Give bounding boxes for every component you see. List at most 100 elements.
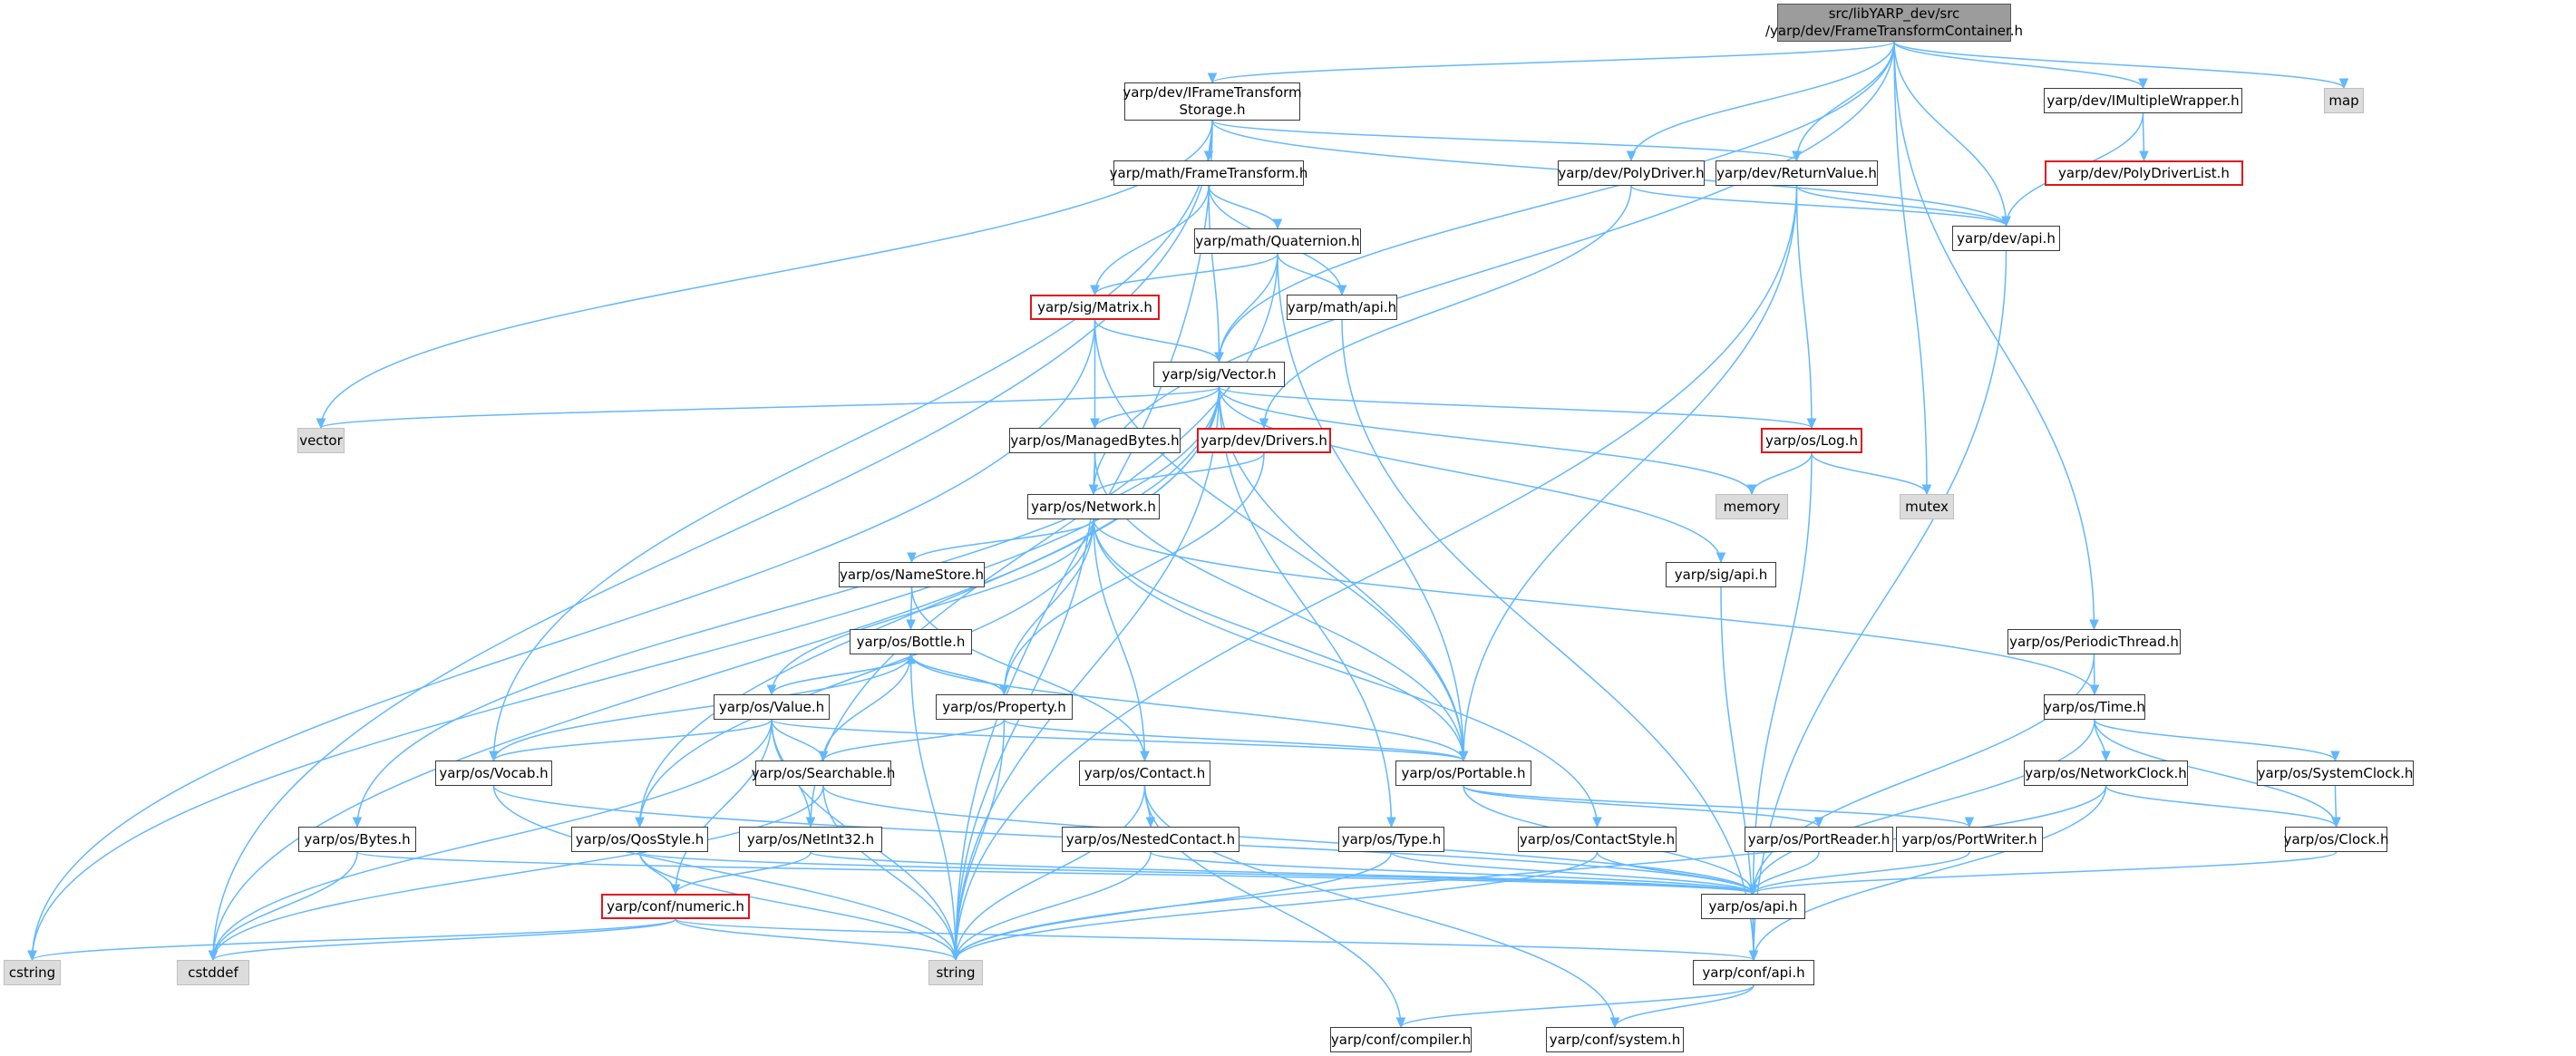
node-sigapi[interactable]: yarp/sig/api.h: [1666, 562, 1776, 587]
arrowhead-nestedcontact: [1145, 817, 1156, 828]
arrowhead-polydriverlist: [2139, 150, 2149, 162]
node-confapi[interactable]: yarp/conf/api.h: [1693, 960, 1814, 985]
edge-property-to-string: [955, 719, 1006, 961]
arrowhead-network: [1088, 484, 1099, 496]
edge-bottle-to-searchable: [822, 654, 912, 761]
arrowhead-systemclock: [2330, 751, 2340, 762]
node-systemclock[interactable]: yarp/os/SystemClock.h: [2257, 761, 2414, 786]
node-root[interactable]: src/libYARP_dev/src /yarp/dev/FrameTrans…: [1765, 4, 2023, 42]
arrowhead-clock: [2331, 817, 2341, 828]
arrowhead-compiler: [1395, 1017, 1406, 1029]
node-map: map: [2324, 88, 2364, 113]
node-osapi[interactable]: yarp/os/api.h: [1701, 894, 1805, 919]
edge-root-to-iftstorage: [1211, 41, 1895, 83]
edge-searchable-to-cstddef: [212, 785, 824, 961]
node-time[interactable]: yarp/os/Time.h: [2044, 694, 2145, 720]
edge-property-to-searchable: [822, 719, 1006, 761]
arrowhead-mathapi: [1337, 285, 1347, 296]
node-managedbytes[interactable]: yarp/os/ManagedBytes.h: [1009, 428, 1181, 453]
node-vector[interactable]: yarp/sig/Vector.h: [1153, 362, 1285, 387]
arrowhead-periodicthread: [2089, 619, 2099, 631]
edge-log-to-memory: [1751, 452, 1813, 495]
node-contactstyle[interactable]: yarp/os/ContactStyle.h: [1518, 827, 1677, 852]
node-portwriter[interactable]: yarp/os/PortWriter.h: [1896, 827, 2043, 852]
arrowhead-memory: [1746, 484, 1757, 496]
edge-confapi-to-system: [1614, 984, 1755, 1028]
edge-returnvalue-to-string: [955, 185, 1798, 961]
node-network[interactable]: yarp/os/Network.h: [1027, 494, 1160, 519]
edge-portwriter-to-osapi: [1752, 851, 1970, 895]
arrowhead-networkclock: [2101, 751, 2111, 762]
node-periodicthread[interactable]: yarp/os/PeriodicThread.h: [2007, 629, 2181, 654]
edge-time-to-osapi: [1752, 719, 2095, 895]
edge-root-to-mutex: [1893, 41, 1928, 495]
node-qosstyle[interactable]: yarp/os/QosStyle.h: [571, 827, 708, 852]
node-drivers[interactable]: yarp/dev/Drivers.h: [1197, 428, 1331, 453]
node-contact[interactable]: yarp/os/Contact.h: [1079, 761, 1210, 786]
node-imultiple[interactable]: yarp/dev/IMultipleWrapper.h: [2044, 88, 2242, 113]
edge-netint32-to-osapi: [810, 851, 1755, 895]
edge-qosstyle-to-string: [638, 851, 957, 961]
node-log[interactable]: yarp/os/Log.h: [1761, 428, 1862, 453]
arrowhead-matrix: [1090, 285, 1100, 296]
edge-returnvalue-to-log: [1795, 185, 1813, 429]
node-type[interactable]: yarp/os/Type.h: [1338, 827, 1444, 852]
edge-matrix-to-vector: [1094, 319, 1220, 363]
edge-bottle-to-portable: [909, 654, 1464, 761]
node-value[interactable]: yarp/os/Value.h: [714, 694, 830, 720]
arrowhead-string: [950, 950, 961, 962]
edge-bytes-to-cstddef: [212, 851, 358, 961]
edge-vector-to-managedbytes: [1094, 386, 1220, 429]
arrowhead-system: [1609, 1017, 1620, 1029]
edge-property-to-portable: [1003, 719, 1464, 761]
edge-network-to-portable: [1093, 518, 1464, 761]
arrowhead-bytes: [352, 817, 363, 828]
edge-value-to-cstddef: [212, 719, 773, 961]
node-portable[interactable]: yarp/os/Portable.h: [1395, 761, 1531, 786]
node-quaternion[interactable]: yarp/math/Quaternion.h: [1194, 228, 1361, 254]
arrowhead-map: [2338, 78, 2349, 90]
arrowhead-mutex: [1921, 484, 1932, 496]
edge-network-to-value: [771, 518, 1094, 695]
node-system[interactable]: yarp/conf/system.h: [1546, 1027, 1684, 1052]
node-polydriver[interactable]: yarp/dev/PolyDriver.h: [1558, 160, 1705, 186]
edge-contactstyle-to-osapi: [1596, 851, 1755, 895]
edge-root-to-map: [1893, 41, 2345, 89]
arrowhead-value: [766, 684, 777, 696]
node-clock[interactable]: yarp/os/Clock.h: [2284, 827, 2388, 852]
node-matrix[interactable]: yarp/sig/Matrix.h: [1030, 295, 1160, 320]
edge-frametransform-to-matrix: [1094, 185, 1210, 295]
node-polydriverlist[interactable]: yarp/dev/PolyDriverList.h: [2045, 160, 2243, 186]
edge-vector-to-cstring: [31, 386, 1220, 961]
edge-nestedcontact-to-osapi: [1150, 851, 1755, 895]
node-vocab[interactable]: yarp/os/Vocab.h: [435, 761, 552, 786]
arrowhead-confapi: [1748, 950, 1759, 962]
node-iftstorage[interactable]: yarp/dev/IFrameTransform Storage.h: [1123, 82, 1302, 121]
edge-vector-to-string: [955, 386, 1220, 961]
node-namestore[interactable]: yarp/os/NameStore.h: [839, 562, 985, 587]
arrowhead-imultiple: [2138, 78, 2148, 90]
edge-value-to-vocab: [492, 719, 773, 761]
node-netint32[interactable]: yarp/os/NetInt32.h: [739, 827, 882, 852]
edge-nestedcontact-to-string: [955, 851, 1152, 961]
node-nestedcontact[interactable]: yarp/os/NestedContact.h: [1062, 827, 1239, 852]
arrowhead-bottle: [906, 619, 916, 631]
node-compiler[interactable]: yarp/conf/compiler.h: [1330, 1027, 1472, 1052]
node-searchable[interactable]: yarp/os/Searchable.h: [752, 761, 895, 786]
arrowhead-namestore: [907, 552, 917, 564]
edge-value-to-portable: [771, 719, 1464, 761]
node-string: string: [928, 960, 983, 985]
node-bottle[interactable]: yarp/os/Bottle.h: [850, 629, 972, 654]
node-networkclock[interactable]: yarp/os/NetworkClock.h: [2024, 761, 2188, 786]
edge-vector-to-type: [1218, 386, 1393, 828]
node-portreader[interactable]: yarp/os/PortReader.h: [1745, 827, 1893, 852]
node-numeric[interactable]: yarp/conf/numeric.h: [601, 894, 750, 919]
edge-frametransform-to-vector: [1208, 185, 1220, 363]
arrowhead-contact: [1140, 751, 1150, 762]
node-frametransform[interactable]: yarp/math/FrameTransform.h: [1110, 160, 1307, 186]
node-devapi[interactable]: yarp/dev/api.h: [1952, 226, 2060, 251]
node-mathapi[interactable]: yarp/math/api.h: [1287, 295, 1397, 320]
node-property[interactable]: yarp/os/Property.h: [936, 694, 1073, 720]
node-bytes[interactable]: yarp/os/Bytes.h: [298, 827, 416, 852]
node-returnvalue[interactable]: yarp/dev/ReturnValue.h: [1716, 160, 1878, 186]
